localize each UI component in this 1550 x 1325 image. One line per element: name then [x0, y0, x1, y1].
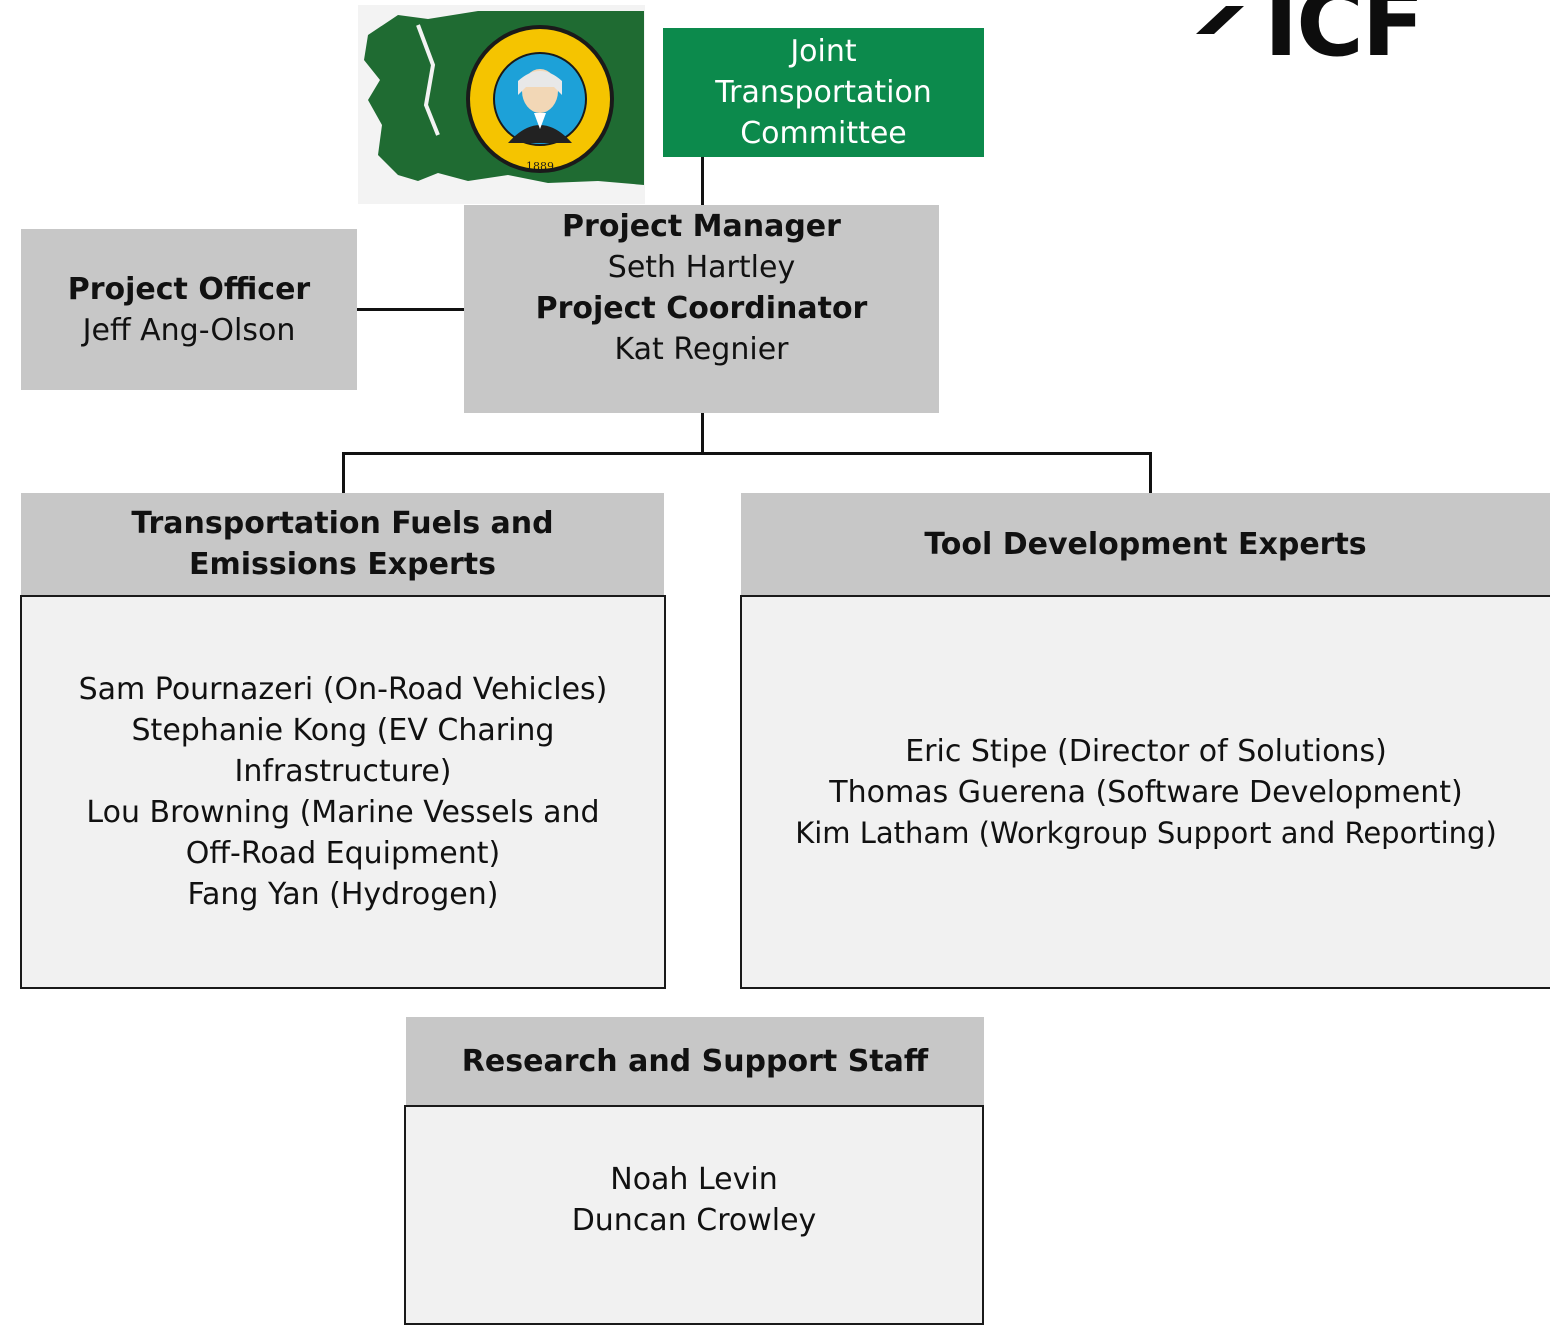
connector-horizontal: [342, 452, 1152, 455]
fuels-member-line: Fang Yan (Hydrogen): [187, 877, 499, 912]
research-team-title: Research and Support Staff: [461, 1044, 929, 1079]
project-manager-name: Seth Hartley: [607, 250, 796, 285]
project-manager-title: Project Manager: [562, 209, 841, 244]
joint-committee-line-1: Joint: [790, 34, 857, 69]
fuels-member-line: Off-Road Equipment): [185, 836, 501, 871]
icf-logo-text: ICF: [1264, 0, 1425, 77]
fuels-member-line: Stephanie Kong (EV Charing: [131, 713, 555, 748]
project-coordinator-title: Project Coordinator: [535, 291, 868, 326]
connector-manager-down: [701, 413, 704, 454]
tool-team-title: Tool Development Experts: [924, 526, 1367, 562]
fuels-member-line: Lou Browning (Marine Vessels and: [86, 795, 600, 830]
tool-member-line: Thomas Guerena (Software Development): [829, 774, 1463, 810]
connector-committee-manager: [701, 157, 704, 205]
connector-left-drop: [342, 452, 345, 493]
icf-slash-icon: [1196, 6, 1244, 34]
joint-committee-line-2: Transportation: [715, 75, 932, 110]
fuels-member-line: Infrastructure): [234, 754, 452, 789]
research-member-line: Duncan Crowley: [571, 1203, 817, 1238]
connector-right-drop: [1149, 452, 1152, 493]
washington-seal-logo: 1889: [358, 5, 645, 204]
project-coordinator-name: Kat Regnier: [614, 332, 789, 367]
project-officer-name: Jeff Ang-Olson: [82, 312, 296, 348]
tool-member-line: Eric Stipe (Director of Solutions): [905, 733, 1387, 769]
tool-member-line: Kim Latham (Workgroup Support and Report…: [795, 815, 1497, 850]
washington-state-icon: 1889: [364, 11, 644, 185]
research-team-header: Research and Support Staff: [406, 1017, 984, 1106]
research-team-panel: Noah Levin Duncan Crowley: [404, 1105, 984, 1325]
tool-team-header: Tool Development Experts: [741, 493, 1550, 595]
joint-committee-line-3: Committee: [740, 116, 907, 151]
research-member-line: Noah Levin: [610, 1162, 778, 1197]
fuels-team-title: Transportation Fuels and Emissions Exper…: [131, 506, 554, 582]
fuels-member-line: Sam Pournazeri (On-Road Vehicles): [78, 672, 608, 707]
joint-committee-box: Joint Transportation Committee: [663, 28, 984, 157]
icf-logo: ICF: [1196, 0, 1486, 74]
fuels-team-header: Transportation Fuels and Emissions Exper…: [21, 493, 664, 595]
seal-year-text: 1889: [526, 160, 554, 173]
project-manager-box: Project Manager Seth Hartley Project Coo…: [464, 205, 939, 413]
connector-officer-manager: [357, 308, 464, 311]
project-officer-box: Project Officer Jeff Ang-Olson: [21, 229, 357, 390]
project-officer-title: Project Officer: [67, 271, 311, 307]
fuels-team-panel: Sam Pournazeri (On-Road Vehicles) Stepha…: [20, 595, 666, 989]
tool-team-panel: Eric Stipe (Director of Solutions) Thoma…: [740, 595, 1550, 989]
